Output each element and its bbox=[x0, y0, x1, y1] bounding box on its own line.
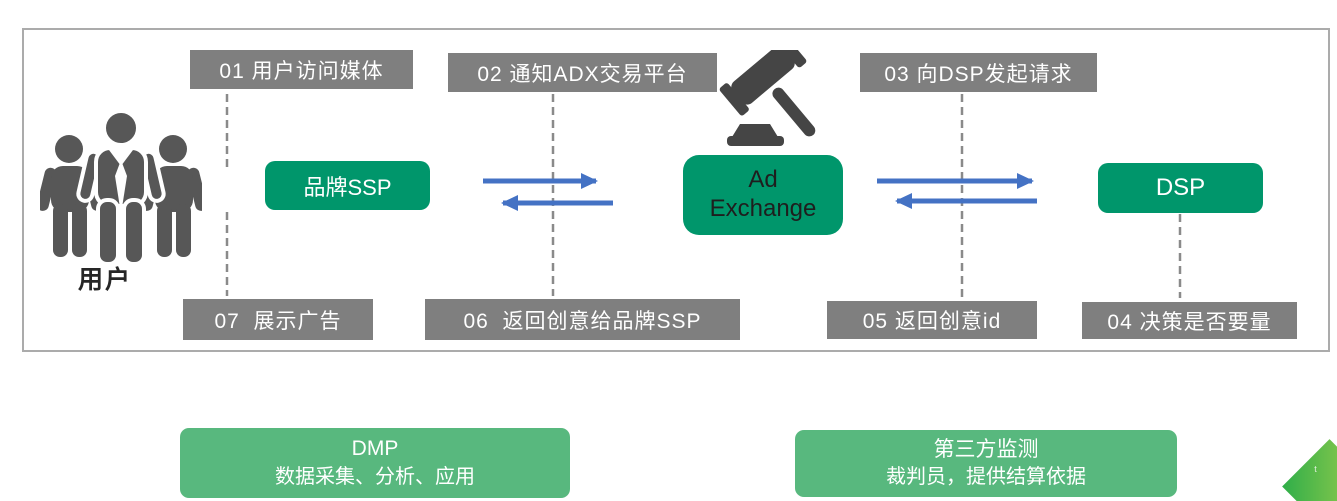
dmp-panel-title: DMP bbox=[351, 437, 399, 461]
node-dsp-label: DSP bbox=[1155, 174, 1206, 201]
node-ad-exchange-line2: Exchange bbox=[709, 195, 817, 222]
corner-ribbon: t bbox=[1282, 439, 1337, 501]
node-dsp: DSP bbox=[1098, 163, 1263, 213]
step-label-01: 01 用户访问媒体 bbox=[190, 50, 413, 89]
step-label-07: 07 展示广告 bbox=[183, 299, 373, 340]
gavel-icon bbox=[719, 50, 816, 146]
third-party-panel-desc: 裁判员，提供结算依据 bbox=[886, 466, 1086, 489]
step-label-03: 03 向DSP发起请求 bbox=[860, 53, 1097, 92]
user-label: 用户 bbox=[77, 266, 132, 294]
node-brand-ssp-label: 品牌SSP bbox=[303, 174, 392, 200]
step-label-02: 02 通知ADX交易平台 bbox=[448, 53, 717, 92]
node-brand-ssp: 品牌SSP bbox=[265, 161, 430, 210]
step-label-05: 05 返回创意id bbox=[827, 301, 1037, 339]
watermark-fragment: t bbox=[1314, 464, 1317, 475]
dmp-panel: DMP 数据采集、分析、应用 bbox=[180, 428, 570, 498]
step-label-04: 04 决策是否要量 bbox=[1082, 302, 1297, 339]
third-party-panel: 第三方监测 裁判员，提供结算依据 bbox=[795, 430, 1177, 497]
users-icon bbox=[40, 109, 202, 266]
node-ad-exchange: Ad Exchange bbox=[683, 155, 843, 235]
third-party-panel-title: 第三方监测 bbox=[933, 437, 1039, 461]
step-label-06: 06 返回创意给品牌SSP bbox=[425, 299, 740, 340]
dmp-panel-desc: 数据采集、分析、应用 bbox=[275, 465, 475, 488]
node-ad-exchange-line1: Ad bbox=[748, 166, 778, 194]
